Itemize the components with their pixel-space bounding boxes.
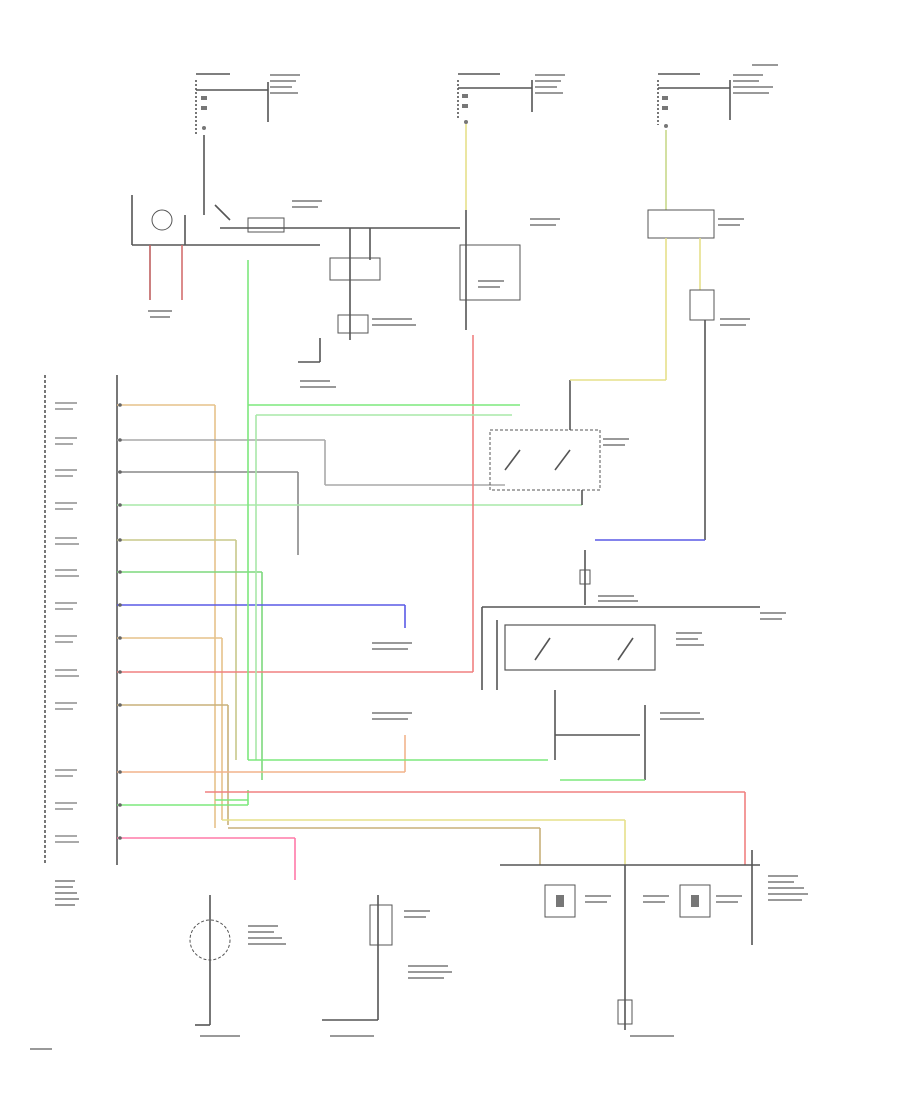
relay-center	[298, 228, 381, 363]
relay-upper-right	[459, 210, 521, 330]
fuse-block-left	[195, 73, 269, 135]
module-right-upper	[647, 209, 715, 540]
ecu-connector	[44, 375, 118, 865]
ecu-wires	[117, 335, 582, 880]
label-block-mid	[372, 612, 432, 626]
green-bus	[247, 260, 548, 761]
cruise-main-switch	[481, 550, 760, 690]
brake-switch	[489, 379, 666, 505]
clutch-switch	[322, 895, 393, 1021]
fuse-block-center	[457, 73, 533, 124]
ecu-pin-markers	[118, 403, 122, 840]
lower-buses	[205, 791, 760, 945]
ecu-pin-label-marks	[55, 402, 79, 843]
main-switch-cluster	[131, 195, 460, 246]
label-marks	[30, 64, 808, 1050]
cruise-sub-circuit	[554, 690, 646, 781]
switch-symbol-circle	[151, 209, 173, 231]
vehicle-speed-sensor	[189, 895, 231, 1026]
fuse-block-right	[657, 73, 731, 128]
actuator-boxes	[544, 865, 711, 1030]
